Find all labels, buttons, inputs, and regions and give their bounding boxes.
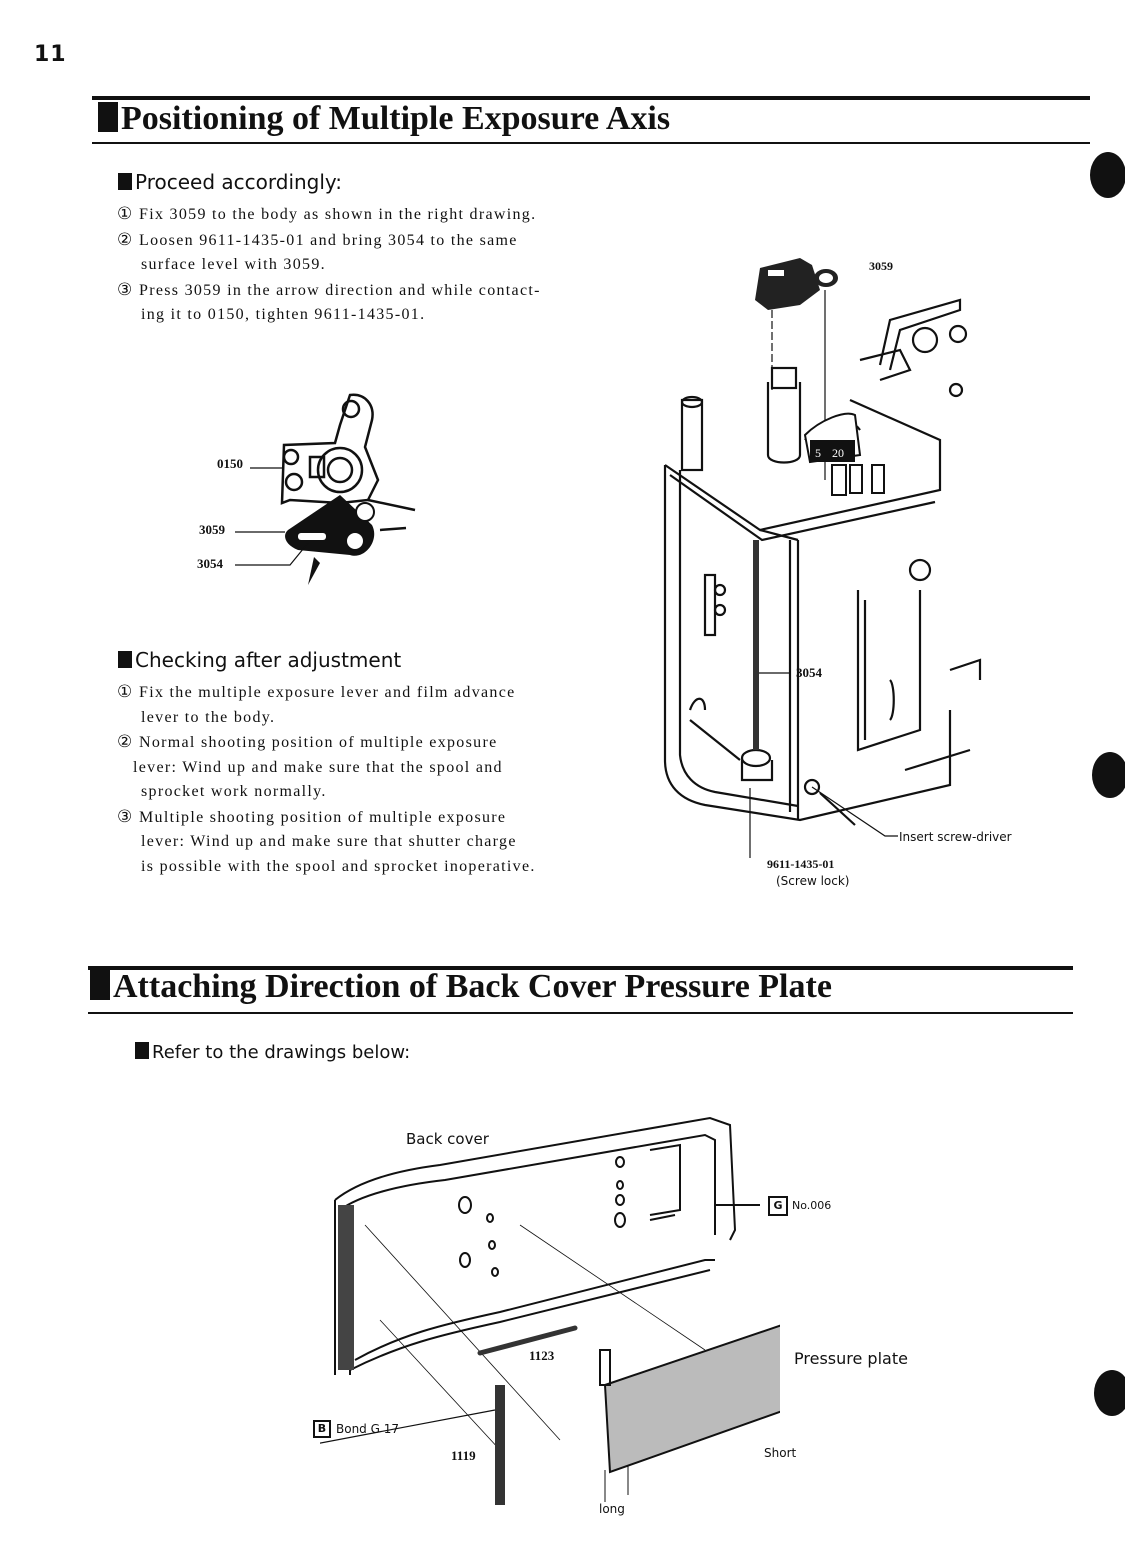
part-1123 xyxy=(477,1325,578,1356)
camera-body-diagram: 5 20 xyxy=(663,258,982,858)
title-square-bullet xyxy=(90,970,110,1000)
square-bullet-icon xyxy=(135,1042,149,1059)
label-3059-small: 3059 xyxy=(199,522,225,537)
dial-mark-5: 5 xyxy=(815,446,821,460)
section2-bottom-rule xyxy=(88,1012,1073,1014)
section1-bottom-rule xyxy=(92,142,1090,144)
arrow-icon xyxy=(308,557,320,585)
page-number: 11 xyxy=(34,42,67,67)
section2-title: Attaching Direction of Back Cover Pressu… xyxy=(90,968,832,1006)
body-outline xyxy=(663,298,982,826)
dial: 5 20 xyxy=(803,412,862,464)
label-screw-part: 9611-1435-01 xyxy=(767,857,835,871)
guide-line-1 xyxy=(364,1224,561,1441)
label-1123: 1123 xyxy=(529,1348,555,1363)
lever-diagram xyxy=(235,393,416,585)
part-1119 xyxy=(495,1385,505,1505)
leader-3054 xyxy=(235,542,309,566)
label-3054-large: 3054 xyxy=(796,665,822,680)
label-back-cover: Back cover xyxy=(406,1130,489,1148)
g-badge: G xyxy=(768,1196,788,1216)
label-screw-lock: (Screw lock) xyxy=(776,874,850,888)
sprocket-shaft-3054 xyxy=(753,540,790,750)
label-no006: No.006 xyxy=(792,1199,832,1212)
checking-heading: Checking after adjustment xyxy=(118,648,401,672)
label-pressure-plate: Pressure plate xyxy=(794,1349,908,1368)
guide-line-2 xyxy=(379,1319,501,1451)
label-bond-g17: Bond G 17 xyxy=(336,1422,399,1436)
plate-0150 xyxy=(280,393,416,532)
label-3059-large: 3059 xyxy=(869,259,893,273)
pressure-plate xyxy=(599,1324,780,1502)
section1-title-text: Positioning of Multiple Exposure Axis xyxy=(121,100,671,137)
square-bullet-icon xyxy=(118,651,132,668)
label-long: long xyxy=(599,1502,625,1516)
hinge-strip xyxy=(338,1205,354,1370)
posts xyxy=(831,464,885,496)
section1-top-rule xyxy=(92,96,1090,100)
leader-bond xyxy=(320,1409,496,1444)
label-0150: 0150 xyxy=(217,456,243,471)
punch-hole xyxy=(1092,752,1125,798)
proceed-heading: Proceed accordingly: xyxy=(118,170,342,194)
punch-hole xyxy=(1094,1370,1125,1416)
lever-slot xyxy=(298,533,326,540)
back-cover-diagram xyxy=(320,1116,780,1505)
punch-hole xyxy=(1090,152,1125,198)
label-1119: 1119 xyxy=(451,1448,476,1463)
label-insert-screwdriver: Insert screw-driver xyxy=(899,830,1012,844)
guide-line-3 xyxy=(519,1224,706,1351)
leader-insert xyxy=(811,786,898,837)
b-badge: B xyxy=(313,1420,331,1438)
section2-title-text: Attaching Direction of Back Cover Pressu… xyxy=(113,968,832,1005)
label-short: Short xyxy=(764,1446,797,1460)
square-bullet-icon xyxy=(118,173,132,190)
dial-mark-20: 20 xyxy=(832,446,844,460)
section2-top-rule xyxy=(88,966,1073,970)
label-3054-small: 3054 xyxy=(197,556,223,571)
pin xyxy=(355,502,375,522)
lever-pivot xyxy=(345,531,365,551)
refer-heading: Refer to the drawings below: xyxy=(135,1042,410,1063)
section1-title: Positioning of Multiple Exposure Axis xyxy=(98,100,670,138)
title-square-bullet xyxy=(98,102,118,132)
